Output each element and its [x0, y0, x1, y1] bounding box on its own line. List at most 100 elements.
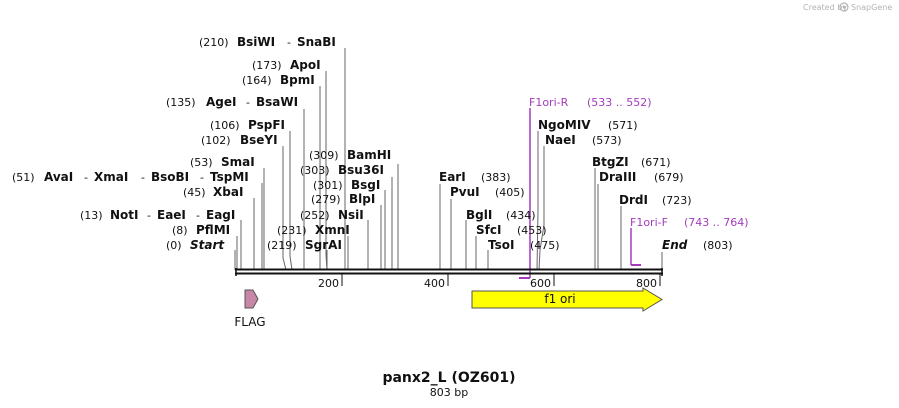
site-position: (475): [530, 239, 560, 252]
site-eari[interactable]: EarI (383): [439, 170, 511, 184]
site-tsoi[interactable]: TsoI (475): [488, 238, 560, 252]
site-pspfi[interactable]: (106) PspFI: [210, 118, 285, 132]
site-position: (102): [201, 134, 231, 147]
site-apoi[interactable]: (173) ApoI: [252, 58, 321, 72]
site-position: (803): [703, 239, 733, 252]
site-start[interactable]: (0) Start: [166, 238, 225, 252]
site-name: SfcI: [476, 223, 501, 237]
site-position: (279): [311, 193, 341, 206]
separator: -: [84, 171, 88, 184]
site-name: BamHI: [347, 148, 391, 162]
site-position: (0): [166, 239, 182, 252]
site-position: (434): [506, 209, 536, 222]
site-name: NsiI: [338, 208, 364, 222]
primer-f1ori-r[interactable]: F1ori-R (533 .. 552): [519, 96, 652, 279]
site-btgzi[interactable]: BtgZI (671): [592, 155, 671, 169]
feature-flag[interactable]: FLAG: [234, 289, 266, 329]
separator: -: [147, 209, 151, 222]
site-name: NotI: [110, 208, 139, 222]
site-name: BpmI: [280, 73, 315, 87]
site-xbai[interactable]: (45) XbaI: [183, 185, 243, 199]
site-name: NgoMIV: [538, 118, 591, 132]
feature-label: FLAG: [234, 315, 265, 329]
site-position: (173): [252, 59, 282, 72]
site-name: DraIII: [599, 170, 636, 184]
site-bgli[interactable]: BglI (434): [466, 208, 536, 222]
site-position: (231): [277, 224, 307, 237]
site-pvui[interactable]: PvuI (405): [450, 185, 525, 199]
site-position: (219): [267, 239, 297, 252]
site-name: TsoI: [488, 238, 514, 252]
site-name: BtgZI: [592, 155, 629, 169]
site-position: (671): [641, 156, 671, 169]
separator: -: [141, 171, 145, 184]
site-name: BglI: [466, 208, 492, 222]
site-position: (301): [313, 179, 343, 192]
site-position: (53): [190, 156, 213, 169]
site-blpi[interactable]: (279) BlpI: [311, 192, 375, 206]
site-name: BsiWI: [237, 35, 275, 49]
site-position: (51): [12, 171, 35, 184]
site-name: DrdI: [619, 193, 648, 207]
site-bseyi[interactable]: (102) BseYI: [201, 133, 278, 147]
site-name: ApoI: [290, 58, 321, 72]
site-name: EaeI: [157, 208, 186, 222]
site-name: SgrAI: [305, 238, 342, 252]
site-name: AgeI: [206, 95, 236, 109]
site-bsu36i[interactable]: (303) Bsu36I: [300, 163, 384, 177]
site-name: BseYI: [240, 133, 278, 147]
site-leader-lines: [234, 48, 663, 271]
feature-f1-ori[interactable]: f1 ori: [471, 287, 663, 312]
site-noti-eaei-eagi[interactable]: (13) NotI - EaeI - EagI: [80, 208, 235, 222]
site-nsii[interactable]: (252) NsiI: [300, 208, 364, 222]
site-agei-bsawi[interactable]: (135) AgeI - BsaWI: [166, 95, 298, 109]
site-position: (679): [654, 171, 684, 184]
site-bamhi[interactable]: (309) BamHI: [309, 148, 391, 162]
site-position: (13): [80, 209, 103, 222]
site-bsiwi-snabi[interactable]: (210) BsiWI - SnaBI: [199, 35, 336, 49]
site-end[interactable]: End (803): [662, 238, 733, 252]
site-smai[interactable]: (53) SmaI: [190, 155, 255, 169]
site-name: SmaI: [221, 155, 255, 169]
site-naei[interactable]: NaeI (573): [545, 133, 622, 147]
site-name: EagI: [206, 208, 235, 222]
site-name: BsaWI: [256, 95, 298, 109]
site-name: XmaI: [94, 170, 128, 184]
tick-label: 400: [424, 277, 445, 290]
site-pflmi[interactable]: (8) PflMI: [172, 223, 230, 237]
site-name: PspFI: [248, 118, 285, 132]
site-xmni[interactable]: (231) XmnI: [277, 223, 350, 237]
site-name: TspMI: [210, 170, 249, 184]
site-name: NaeI: [545, 133, 576, 147]
map-title: panx2_L (OZ601): [382, 370, 515, 386]
site-name: Bsu36I: [338, 163, 384, 177]
site-sfci[interactable]: SfcI (453): [476, 223, 547, 237]
site-position: (303): [300, 164, 330, 177]
site-position: (8): [172, 224, 188, 237]
site-bsgi[interactable]: (301) BsgI: [313, 178, 380, 192]
site-name: XmnI: [315, 223, 350, 237]
primer-range: (743 .. 764): [684, 216, 749, 229]
site-avai-xmai-bsobi-tspmi[interactable]: (51) AvaI - XmaI - BsoBI - TspMI: [12, 170, 249, 184]
brand-name: SnapGene: [851, 3, 892, 12]
site-bpmi[interactable]: (164) BpmI: [242, 73, 315, 87]
credit-text: Created by: [803, 3, 847, 12]
site-position: (45): [183, 186, 206, 199]
separator: -: [200, 171, 204, 184]
site-name: PflMI: [196, 223, 230, 237]
site-name: PvuI: [450, 185, 480, 199]
site-name: EarI: [439, 170, 466, 184]
separator: -: [246, 96, 250, 109]
site-name: BsgI: [351, 178, 380, 192]
primer-f1ori-f[interactable]: F1ori-F (743 .. 764): [630, 216, 749, 266]
site-drdi[interactable]: DrdI (723): [619, 193, 692, 207]
primer-name: F1ori-R: [529, 96, 569, 109]
site-position: (571): [608, 119, 638, 132]
site-position: (106): [210, 119, 240, 132]
site-draiii[interactable]: DraIII (679): [599, 170, 684, 184]
separator: -: [196, 209, 200, 222]
site-sgrai[interactable]: (219) SgrAI: [267, 238, 342, 252]
site-ngomiv[interactable]: NgoMIV (571): [538, 118, 638, 132]
tick-label: 200: [318, 277, 339, 290]
